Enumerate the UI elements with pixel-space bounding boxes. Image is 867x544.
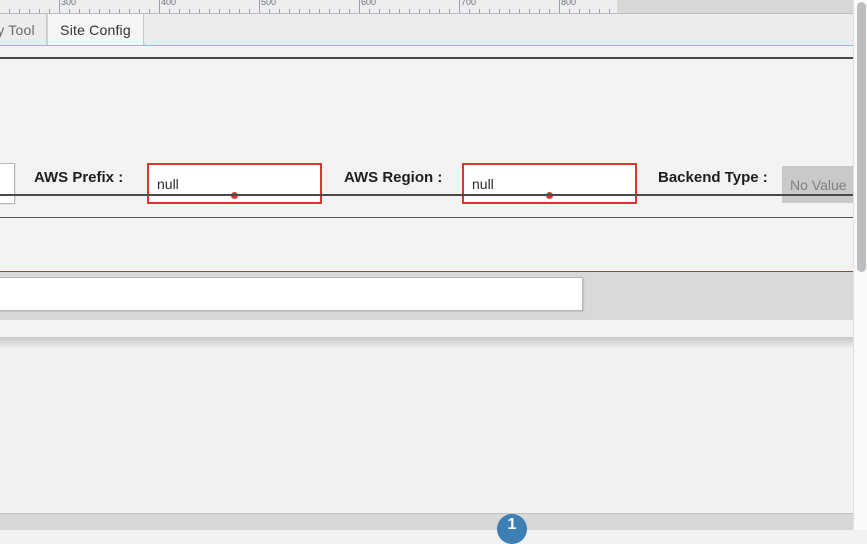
ruler-minor-tick xyxy=(189,9,190,13)
ruler-minor-tick xyxy=(279,9,280,13)
ruler-minor-tick xyxy=(309,9,310,13)
ruler-minor-tick xyxy=(229,9,230,13)
tab-y-tool-label: y Tool xyxy=(0,21,35,38)
ruler-minor-tick xyxy=(209,9,210,13)
aws-region-value: null xyxy=(472,175,494,192)
ruler-minor-tick xyxy=(129,9,130,13)
ruler-label: 400 xyxy=(161,0,177,7)
ruler-minor-tick xyxy=(119,9,120,13)
ruler-minor-tick xyxy=(169,9,170,13)
tab-site-config[interactable]: Site Config xyxy=(47,14,144,45)
aws-region-label: AWS Region : xyxy=(344,169,443,186)
ruler-minor-tick xyxy=(609,9,610,13)
lower-toolbar-band xyxy=(0,272,853,320)
separator-middle-lower xyxy=(0,217,853,218)
ruler-minor-tick xyxy=(379,9,380,13)
ruler-minor-tick xyxy=(419,9,420,13)
ruler-minor-tick xyxy=(569,9,570,13)
ruler-minor-tick xyxy=(579,9,580,13)
ruler-minor-tick xyxy=(69,9,70,13)
ruler-minor-tick xyxy=(529,9,530,13)
ruler-minor-tick xyxy=(89,9,90,13)
clipped-left-field[interactable] xyxy=(0,163,15,204)
ruler-minor-tick xyxy=(299,9,300,13)
ruler-minor-tick xyxy=(549,9,550,13)
ruler-minor-tick xyxy=(139,9,140,13)
ruler-minor-tick xyxy=(389,9,390,13)
config-form-row: AWS Prefix : null AWS Region : null Back… xyxy=(0,157,857,209)
ruler-major-tick xyxy=(559,0,560,13)
ruler-minor-tick xyxy=(199,9,200,13)
ruler-minor-tick xyxy=(49,9,50,13)
info-badge-glyph: 1 xyxy=(507,516,517,533)
vertical-scrollbar-thumb[interactable] xyxy=(857,2,866,272)
bottom-status-strip: 1 xyxy=(0,513,867,544)
vertical-scrollbar[interactable] xyxy=(853,0,867,530)
ruler-minor-tick xyxy=(79,9,80,13)
ruler-minor-tick xyxy=(599,9,600,13)
ruler-minor-tick xyxy=(29,9,30,13)
backend-type-value: No Value xyxy=(790,176,847,193)
ruler-label: 700 xyxy=(461,0,477,7)
ruler-minor-tick xyxy=(449,9,450,13)
ruler-minor-tick xyxy=(19,9,20,13)
ruler-minor-tick xyxy=(9,9,10,13)
tab-site-config-label: Site Config xyxy=(60,21,131,38)
ruler-major-tick xyxy=(459,0,460,13)
ruler-minor-tick xyxy=(589,9,590,13)
separator-top xyxy=(0,57,853,59)
tab-bar: y Tool Site Config xyxy=(0,14,867,46)
aws-prefix-label: AWS Prefix : xyxy=(34,169,124,186)
ruler-minor-tick xyxy=(469,9,470,13)
ruler-minor-tick xyxy=(539,9,540,13)
ruler-minor-tick xyxy=(239,9,240,13)
ruler-major-tick xyxy=(359,0,360,13)
ruler-label: 500 xyxy=(261,0,277,7)
ruler-minor-tick xyxy=(349,9,350,13)
ruler-minor-tick xyxy=(439,9,440,13)
ruler-major-tick xyxy=(159,0,160,13)
ruler-label: 800 xyxy=(561,0,577,7)
lower-text-input[interactable] xyxy=(0,277,583,311)
aws-prefix-value: null xyxy=(157,175,179,192)
ruler-label: 300 xyxy=(61,0,77,7)
aws-prefix-input[interactable]: null xyxy=(147,163,322,204)
ruler-minor-tick xyxy=(149,9,150,13)
ruler-inactive-area xyxy=(617,0,867,14)
ruler-minor-tick xyxy=(339,9,340,13)
separator-middle-upper xyxy=(0,194,853,196)
ruler-minor-tick xyxy=(369,9,370,13)
tab-bar-empty-area xyxy=(145,14,867,45)
ruler-minor-tick xyxy=(499,9,500,13)
info-badge-icon[interactable]: 1 xyxy=(497,514,527,544)
ruler-major-tick xyxy=(59,0,60,13)
aws-region-input[interactable]: null xyxy=(462,163,637,204)
ruler-minor-tick xyxy=(509,9,510,13)
ruler-minor-tick xyxy=(319,9,320,13)
ruler-minor-tick xyxy=(249,9,250,13)
backend-type-label: Backend Type : xyxy=(658,169,768,186)
ruler-minor-tick xyxy=(109,9,110,13)
ruler-minor-tick xyxy=(489,9,490,13)
ruler-minor-tick xyxy=(289,9,290,13)
ruler-minor-tick xyxy=(409,9,410,13)
ruler-minor-tick xyxy=(519,9,520,13)
ruler-minor-tick xyxy=(269,9,270,13)
ruler-minor-tick xyxy=(329,9,330,13)
backend-type-input[interactable]: No Value xyxy=(782,166,857,203)
tab-y-tool[interactable]: y Tool xyxy=(0,14,47,45)
ruler-minor-tick xyxy=(479,9,480,13)
ruler-label: 600 xyxy=(361,0,377,7)
panel-drop-shadow xyxy=(0,337,853,349)
ruler-major-tick xyxy=(259,0,260,13)
ruler-minor-tick xyxy=(99,9,100,13)
ruler-minor-tick xyxy=(399,9,400,13)
ruler-minor-tick xyxy=(39,9,40,13)
ruler-minor-tick xyxy=(429,9,430,13)
ruler-minor-tick xyxy=(179,9,180,13)
desktop-background-area: 1 xyxy=(0,337,867,544)
horizontal-ruler: 300 400 500 600 700 800 xyxy=(0,0,617,14)
ruler-minor-tick xyxy=(219,9,220,13)
